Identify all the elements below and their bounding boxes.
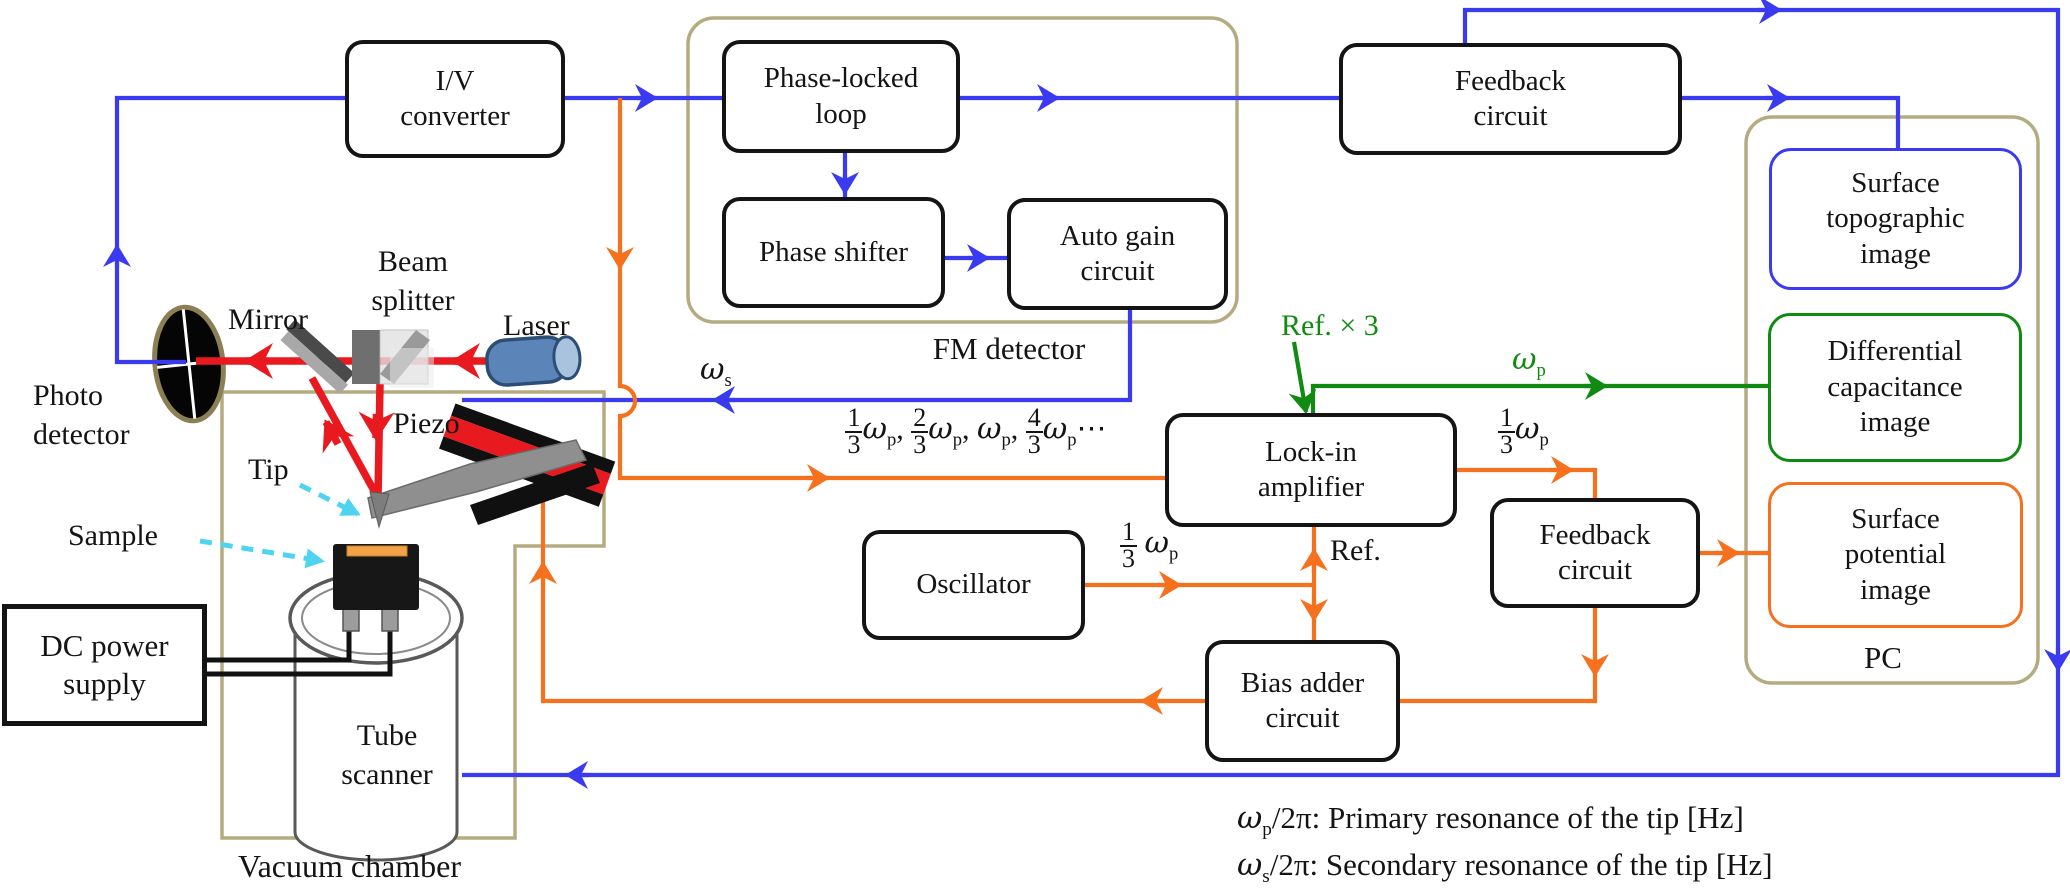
green-signal-wires <box>1288 341 1769 418</box>
fm-detector-label: FM detector <box>932 331 1086 366</box>
ref-label: Ref. <box>1330 534 1381 567</box>
dc-wire-1 <box>205 631 352 663</box>
oscillator-box: Oscillator <box>862 530 1085 640</box>
tip-icon <box>369 491 390 529</box>
mirror-label: Mirror <box>228 303 308 336</box>
laser-beams <box>196 343 490 500</box>
sample-label: Sample <box>68 519 158 552</box>
legend: ωp/2π: Primary resonance of the tip [Hz]… <box>1237 795 1773 888</box>
laser-label: Laser <box>503 309 570 342</box>
ref-times3-label: Ref. × 3 <box>1281 309 1379 342</box>
pc-group-outline <box>1744 115 2040 685</box>
beam-splitter-to-tip <box>374 383 384 499</box>
wire-branch-to-lockin <box>617 98 1165 481</box>
tube-scanner-cylinder <box>293 625 459 862</box>
laser-icon <box>485 335 582 387</box>
wire-photodetector-to-iv <box>114 95 345 365</box>
vacuum-chamber-label: Vacuum chamber <box>238 848 462 884</box>
legend-line-secondary: ωs/2π: Secondary resonance of the tip [H… <box>1237 846 1773 887</box>
annotation-arrows <box>199 482 361 569</box>
cantilever-arm <box>367 439 588 519</box>
phase-shifter-box: Phase shifter <box>722 197 945 308</box>
sample-leg-right <box>381 607 399 632</box>
piezo-label: Piezo <box>393 407 460 440</box>
omega-p-green-label: ωp <box>1512 342 1546 381</box>
pc-label: PC <box>1864 640 1902 675</box>
sample-block <box>333 544 419 610</box>
tube-scanner-label: Tube scanner <box>341 719 433 791</box>
fm-detector-group-outline <box>686 16 1239 324</box>
sample-surface <box>346 545 408 557</box>
wire-feedback2-to-bias <box>1400 608 1598 704</box>
beam-splitter-label: Beam splitter <box>371 245 455 317</box>
legend-line-primary: ωp/2π: Primary resonance of the tip [Hz] <box>1237 800 1744 841</box>
ref-times3-annotation-arrow <box>1288 341 1317 414</box>
blue-signal-wires <box>103 0 2070 789</box>
sample-leg-left <box>342 607 360 632</box>
mirror-icon <box>280 319 355 394</box>
vacuum-chamber-outline <box>220 390 606 840</box>
cantilever-base-bar <box>470 463 600 525</box>
orange-signal-wires <box>529 98 1768 715</box>
wire-bias-to-tip <box>540 474 1205 704</box>
wire-feedback-to-scanner-loop <box>462 7 2061 778</box>
omega-s-label: ωs <box>700 352 732 391</box>
dc-wire-2 <box>205 631 393 677</box>
wire-lockin-to-feedback2 <box>1457 467 1598 498</box>
wire-autogain-to-piezo-ws <box>462 310 1133 403</box>
tip-label: Tip <box>248 453 289 486</box>
photo-detector-label: Photo detector <box>33 379 130 451</box>
sample-pointer-arrow <box>199 538 325 569</box>
beam-tip-to-mirror <box>308 376 382 500</box>
beam-splitter-icon <box>352 329 434 388</box>
tip-pointer-arrow <box>298 482 361 517</box>
wire-feedback-to-topo <box>1682 95 1901 148</box>
